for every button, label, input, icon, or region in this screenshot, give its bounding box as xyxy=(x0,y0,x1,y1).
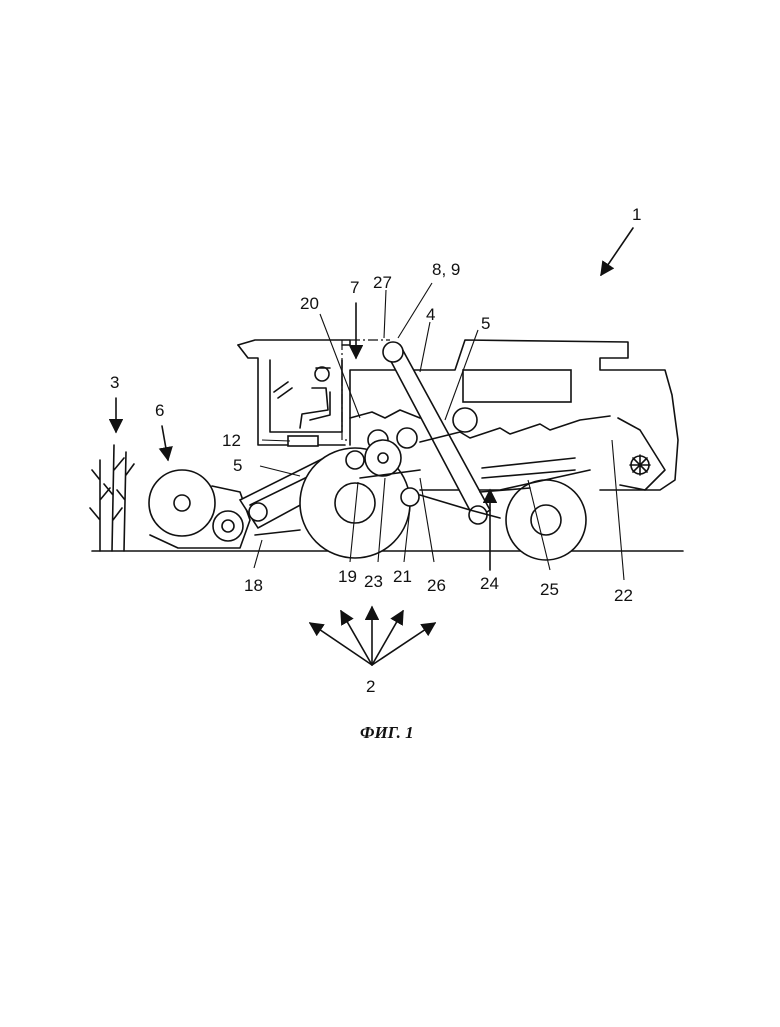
label-24: 24 xyxy=(480,574,499,593)
operator-cab xyxy=(238,340,350,446)
label-25: 25 xyxy=(540,580,559,599)
label-5-left: 5 xyxy=(233,456,242,475)
crop-plants xyxy=(90,445,134,551)
label-27: 27 xyxy=(373,273,392,292)
arrow-1 xyxy=(601,228,633,275)
rear-wheel xyxy=(506,480,586,560)
label-20: 20 xyxy=(300,294,319,313)
label-8-9: 8, 9 xyxy=(432,260,460,279)
figure-caption: ФИГ. 1 xyxy=(360,723,414,742)
label-1: 1 xyxy=(632,205,641,224)
label-23: 23 xyxy=(364,572,383,591)
label-18: 18 xyxy=(244,576,263,595)
straw-chopper xyxy=(618,418,665,490)
label-6: 6 xyxy=(155,401,164,420)
grain-tank-rollers xyxy=(350,408,477,450)
label-7: 7 xyxy=(350,278,359,297)
label-5-top: 5 xyxy=(481,314,490,333)
label-4: 4 xyxy=(426,305,435,324)
label-19: 19 xyxy=(338,567,357,586)
arrow-6 xyxy=(162,426,168,460)
label-21: 21 xyxy=(393,567,412,586)
label-22: 22 xyxy=(614,586,633,605)
label-26: 26 xyxy=(427,576,446,595)
header-reel xyxy=(149,470,250,548)
label-12: 12 xyxy=(222,431,241,450)
directions-arrows xyxy=(310,607,435,665)
label-3: 3 xyxy=(110,373,119,392)
label-2: 2 xyxy=(366,677,375,696)
